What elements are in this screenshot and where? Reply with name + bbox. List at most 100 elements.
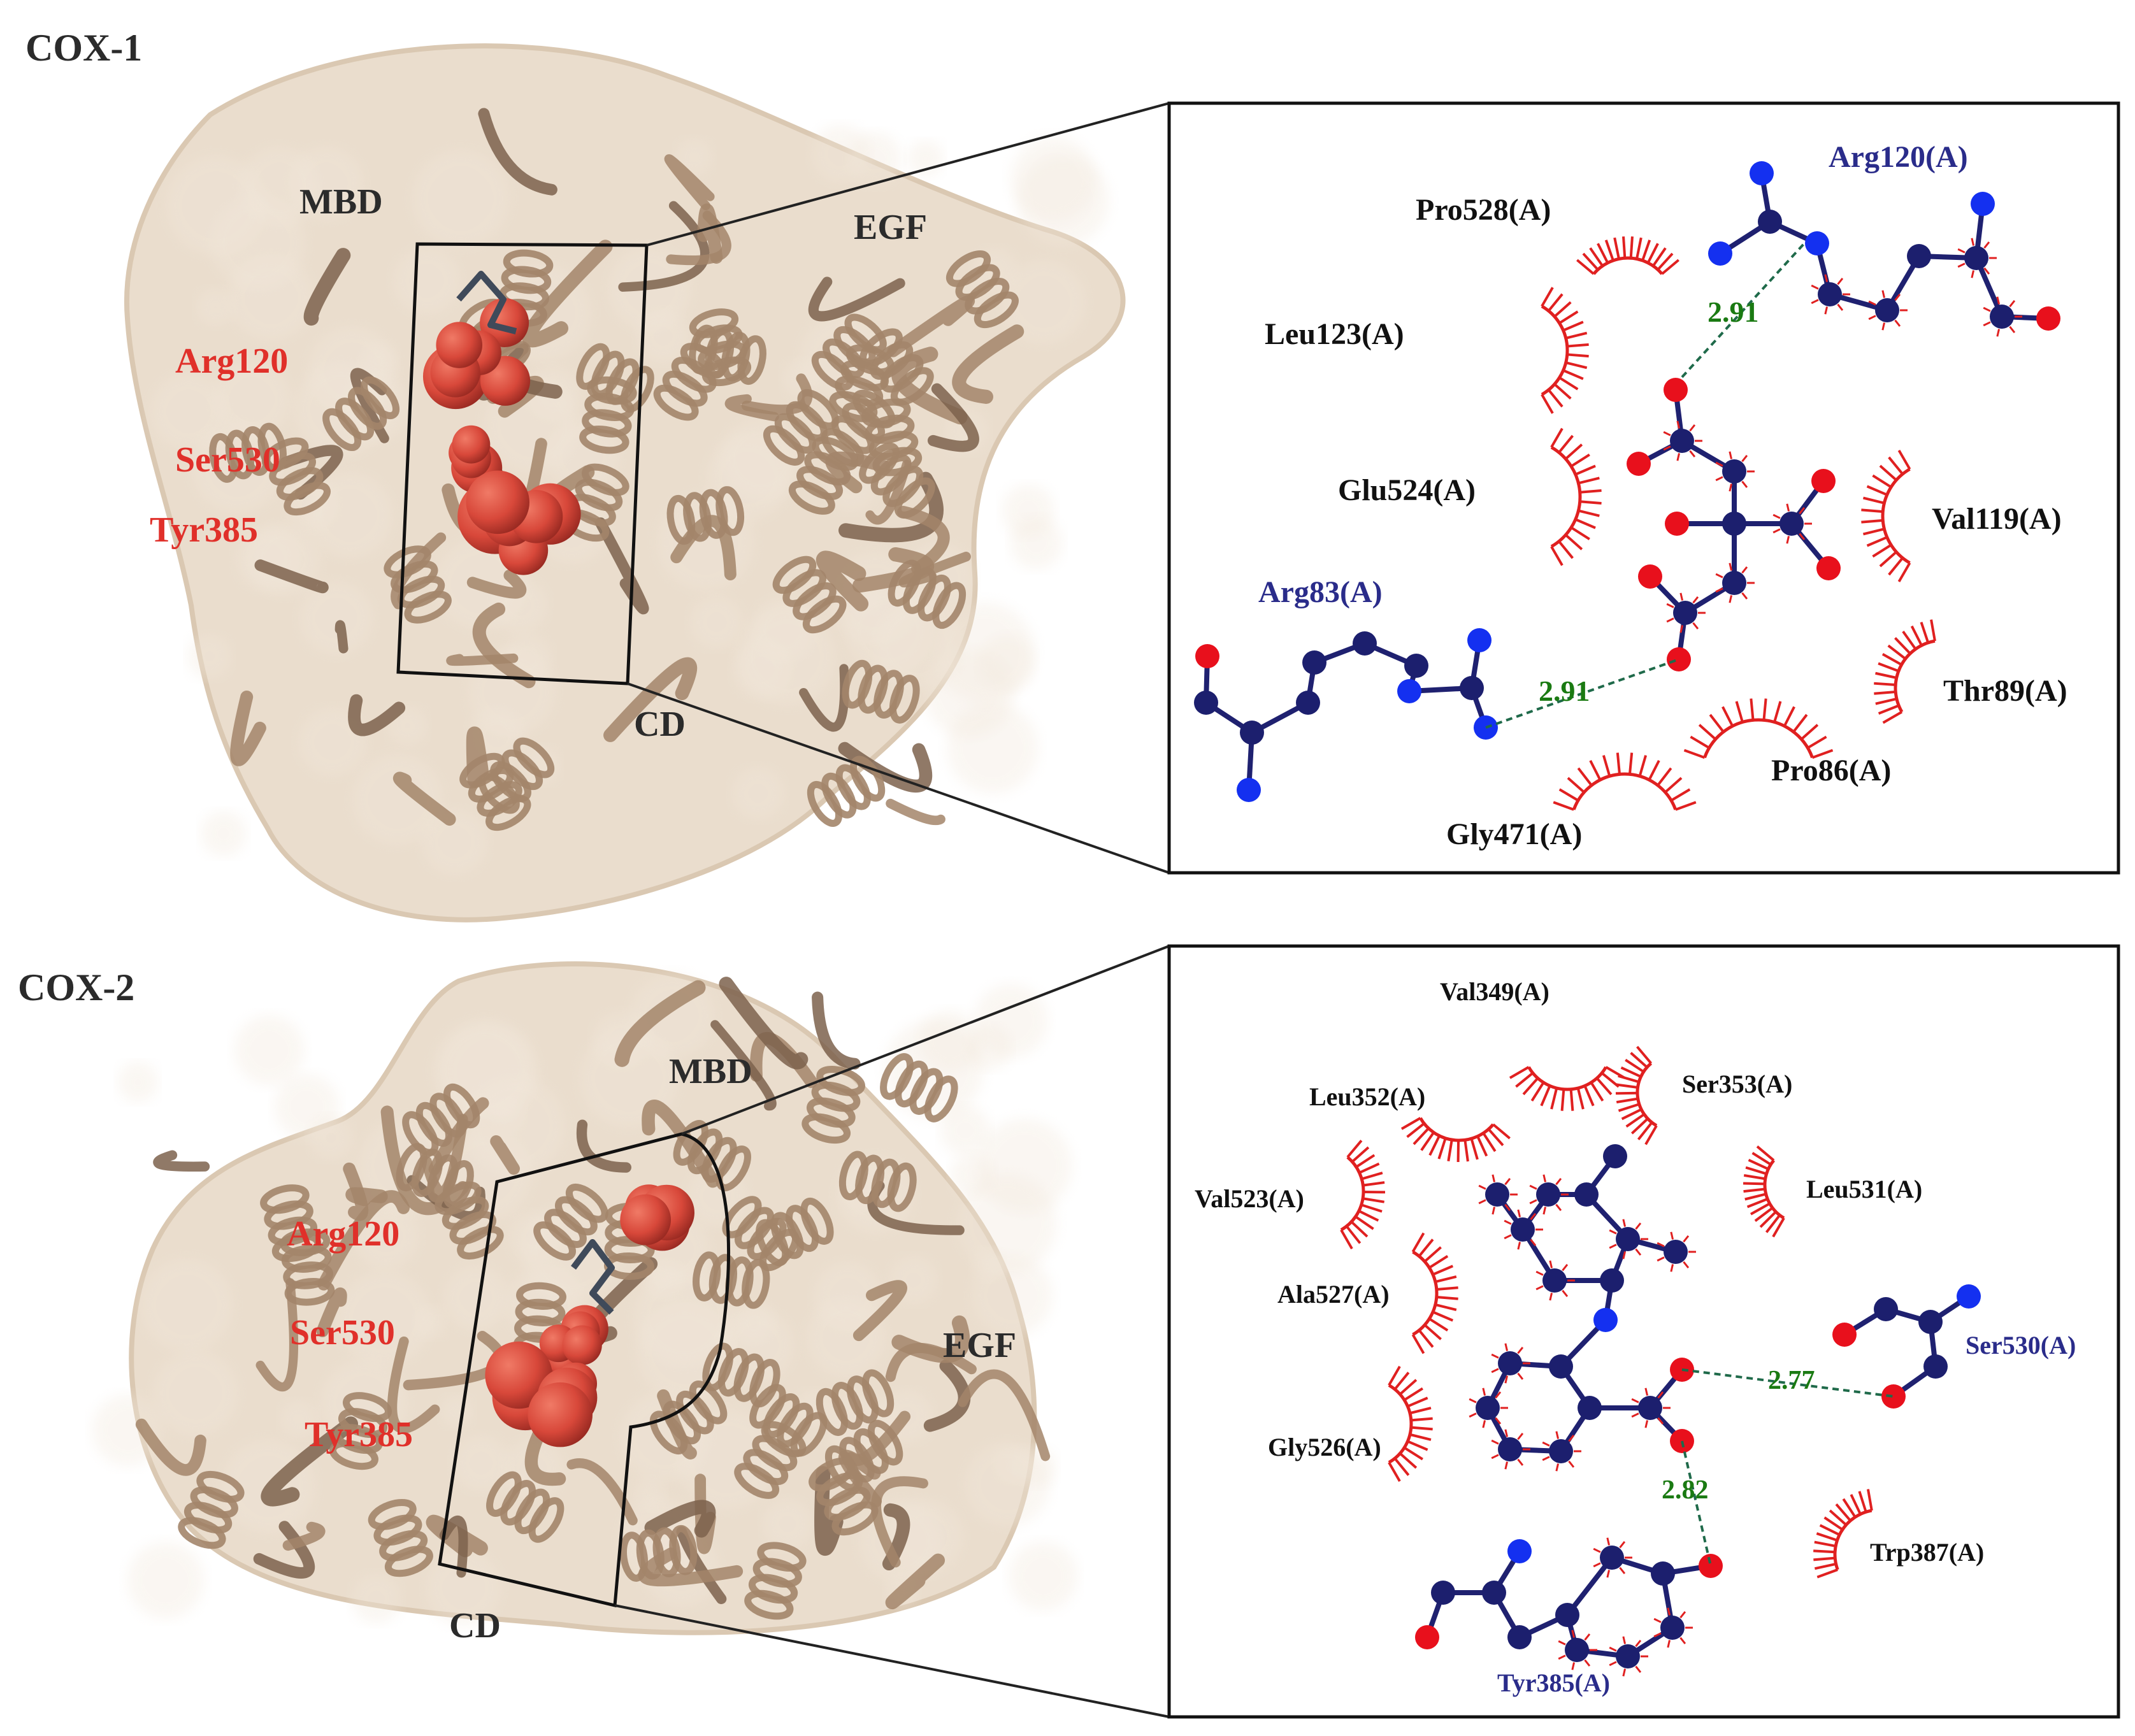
site-sphere — [485, 1341, 552, 1409]
helix — [772, 556, 847, 634]
hbond-line — [1485, 658, 1679, 729]
hydrophobic-tick — [1522, 1077, 1539, 1096]
hydrophobic-tick — [1835, 1503, 1851, 1522]
hydrophobic-tick — [1550, 1087, 1558, 1110]
cox1-interaction-box — [1167, 101, 2120, 875]
atom-contact-tick — [1482, 1420, 1486, 1428]
residue-label-gly526: Gly526(A) — [1268, 1433, 1381, 1461]
ribbon-segment — [334, 620, 349, 654]
hydrophobic-tick — [1411, 1417, 1433, 1422]
hydrophobic-tick — [1565, 331, 1588, 340]
atom-contact-tick — [1799, 533, 1806, 540]
helix-turn — [209, 433, 238, 483]
surface-bump — [360, 342, 398, 380]
atom-contact-tick — [1542, 1456, 1550, 1461]
surface-bump — [1010, 517, 1063, 570]
hydrophobic-tick — [1595, 1077, 1613, 1096]
carbon-atom — [1722, 571, 1746, 595]
atom-contact-tick — [1799, 507, 1806, 515]
atom-contact-tick — [1683, 1261, 1690, 1268]
cox2-site-ser530: Ser530 — [290, 1313, 395, 1352]
cox2-title: COX-2 — [18, 966, 134, 1008]
residue-label-val349: Val349(A) — [1440, 977, 1549, 1006]
hydrophobic-tick — [1399, 1379, 1418, 1396]
residue-label-arg83: Arg83(A) — [1258, 575, 1383, 609]
helix-turn — [676, 1390, 714, 1435]
oxygen-atom — [1627, 452, 1651, 476]
helix-turn — [671, 357, 717, 393]
helix — [178, 1470, 245, 1549]
hydrophobic-tick — [1558, 377, 1579, 391]
helix-turn — [800, 1197, 834, 1245]
residue-label-pro86: Pro86(A) — [1771, 754, 1891, 787]
site-sphere — [562, 1325, 602, 1365]
cox2-protein-panel — [92, 945, 1170, 1718]
hydrophobic-arc-val349 — [1527, 1066, 1607, 1091]
hydrophobic-tick — [1597, 243, 1609, 264]
helix-turn — [821, 772, 857, 819]
carbon-atom — [1498, 1351, 1522, 1375]
surface-bump — [196, 288, 234, 327]
nitrogen-atom — [1708, 241, 1732, 266]
cox2-site-arg120: Arg120 — [287, 1214, 399, 1254]
hydrophobic-tick — [1930, 619, 1936, 642]
helix-turn — [499, 282, 550, 311]
carbon-atom — [1511, 1217, 1535, 1242]
hydrophobic-tick — [1874, 691, 1896, 695]
carbon-atom — [1240, 721, 1264, 745]
carbon-atom — [1722, 459, 1746, 484]
hydrophobic-arc-leu352 — [1419, 1117, 1495, 1142]
atom-contact-tick — [1609, 1244, 1617, 1249]
ribbon-segment — [958, 1369, 1051, 1461]
helix-turn — [652, 1527, 681, 1577]
hydrophobic-tick — [1570, 526, 1590, 540]
residue-label-ser530: Ser530(A) — [1966, 1331, 2076, 1359]
hydrophobic-arc-thr89 — [1894, 639, 1936, 713]
atom-contact-tick — [1837, 303, 1844, 311]
atom-contact-tick — [1491, 1368, 1499, 1374]
surface-bump — [240, 147, 319, 226]
hydrophobic-tick — [1762, 698, 1767, 721]
helix-turn — [743, 1449, 789, 1486]
carbon-atom — [1818, 282, 1842, 306]
helix — [888, 559, 967, 629]
surface-bump — [150, 373, 227, 450]
hydrophobic-tick — [1553, 301, 1572, 318]
hydrophobic-tick — [1432, 1265, 1454, 1276]
hydrophobic-tick — [1618, 1074, 1639, 1084]
helix-turn — [329, 1440, 378, 1470]
helix-turn — [761, 1421, 807, 1458]
helix-turn — [264, 1200, 313, 1230]
ribbon-segment — [838, 471, 944, 543]
atom-contact-tick — [1542, 1174, 1547, 1182]
hydrophobic-tick — [1541, 394, 1554, 414]
hydrophobic-arc-gly471 — [1572, 772, 1678, 810]
hydrophobic-tick — [1604, 240, 1614, 261]
hydrophobic-tick — [1558, 434, 1574, 454]
residue-label-pro528: Pro528(A) — [1416, 193, 1551, 227]
helix-turn — [333, 1424, 383, 1454]
hydrophobic-tick — [1579, 489, 1602, 494]
helix-turn — [823, 338, 865, 378]
oxygen-atom — [1664, 378, 1688, 402]
ribbon-segment — [254, 559, 329, 594]
hydrophobic-tick — [1550, 545, 1564, 566]
helix-turn — [853, 1428, 889, 1474]
hydrophobic-tick — [1570, 454, 1590, 468]
hydrophobic-tick — [1882, 710, 1903, 724]
atom-contact-tick — [1491, 1454, 1499, 1460]
atom-contact-tick — [1894, 294, 1901, 301]
hydrophobic-tick — [1756, 1145, 1775, 1161]
atom-contact-tick — [1517, 1347, 1524, 1354]
ribbon-segment — [261, 1416, 358, 1507]
atom-contact-tick — [1619, 1567, 1626, 1574]
residue-label-ser353: Ser353(A) — [1682, 1070, 1792, 1098]
atom-contact-tick — [1824, 274, 1829, 282]
helix-turn — [443, 1083, 480, 1129]
helix-turn — [653, 384, 699, 421]
atom-contact-tick — [1562, 1264, 1569, 1272]
surface-bump — [689, 596, 744, 649]
hydrophobic-tick — [1388, 1365, 1401, 1386]
hydrophobic-tick — [1492, 1123, 1511, 1140]
